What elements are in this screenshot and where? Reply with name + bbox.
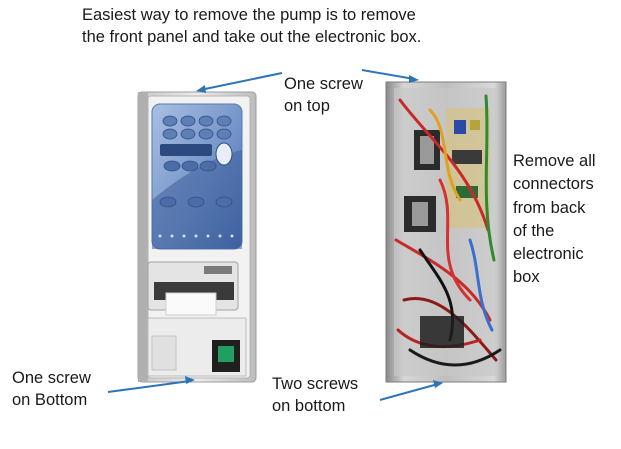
callout-connectors-line-3: from back: [513, 198, 586, 217]
callout-connectors-line-6: box: [513, 268, 540, 287]
callout-arrows: [107, 69, 443, 401]
heading-line-2: the front panel and take out the electro…: [82, 28, 422, 46]
callout-screw-bottom-line-2: on Bottom: [12, 391, 88, 409]
arrow-two-screws: [379, 383, 439, 401]
callout-screw-top: One screw on top: [284, 73, 363, 117]
wiring-harness: [394, 94, 502, 367]
keypad-buttons: [162, 115, 232, 140]
callout-two-screws-line-2: on bottom: [272, 397, 346, 415]
arrow-box-top: [361, 69, 415, 80]
callout-screw-top-line-2: on top: [284, 97, 330, 115]
callout-remove-connectors: Remove all connectors from back of the e…: [513, 150, 596, 290]
callout-screw-top-line-1: One screw: [284, 75, 363, 93]
electronic-box-photo: [385, 81, 507, 383]
callout-screw-bottom: One screw on Bottom: [12, 367, 91, 411]
callout-two-screws-line-1: Two screws: [272, 375, 359, 393]
callout-connectors-line-2: connectors: [513, 175, 594, 194]
callout-connectors-line-1: Remove all: [513, 152, 596, 170]
arrow-screw-bottom: [107, 380, 191, 393]
circuit-board: [446, 108, 490, 228]
arrow-screw-top: [199, 72, 283, 91]
callout-two-screws: Two screws on bottom: [272, 373, 358, 417]
callout-connectors-line-5: electronic: [513, 245, 584, 264]
callout-screw-bottom-line-1: One screw: [12, 369, 91, 387]
heading-line-1: Easiest way to remove the pump is to rem…: [82, 6, 416, 24]
callout-connectors-line-4: of the: [513, 221, 555, 240]
